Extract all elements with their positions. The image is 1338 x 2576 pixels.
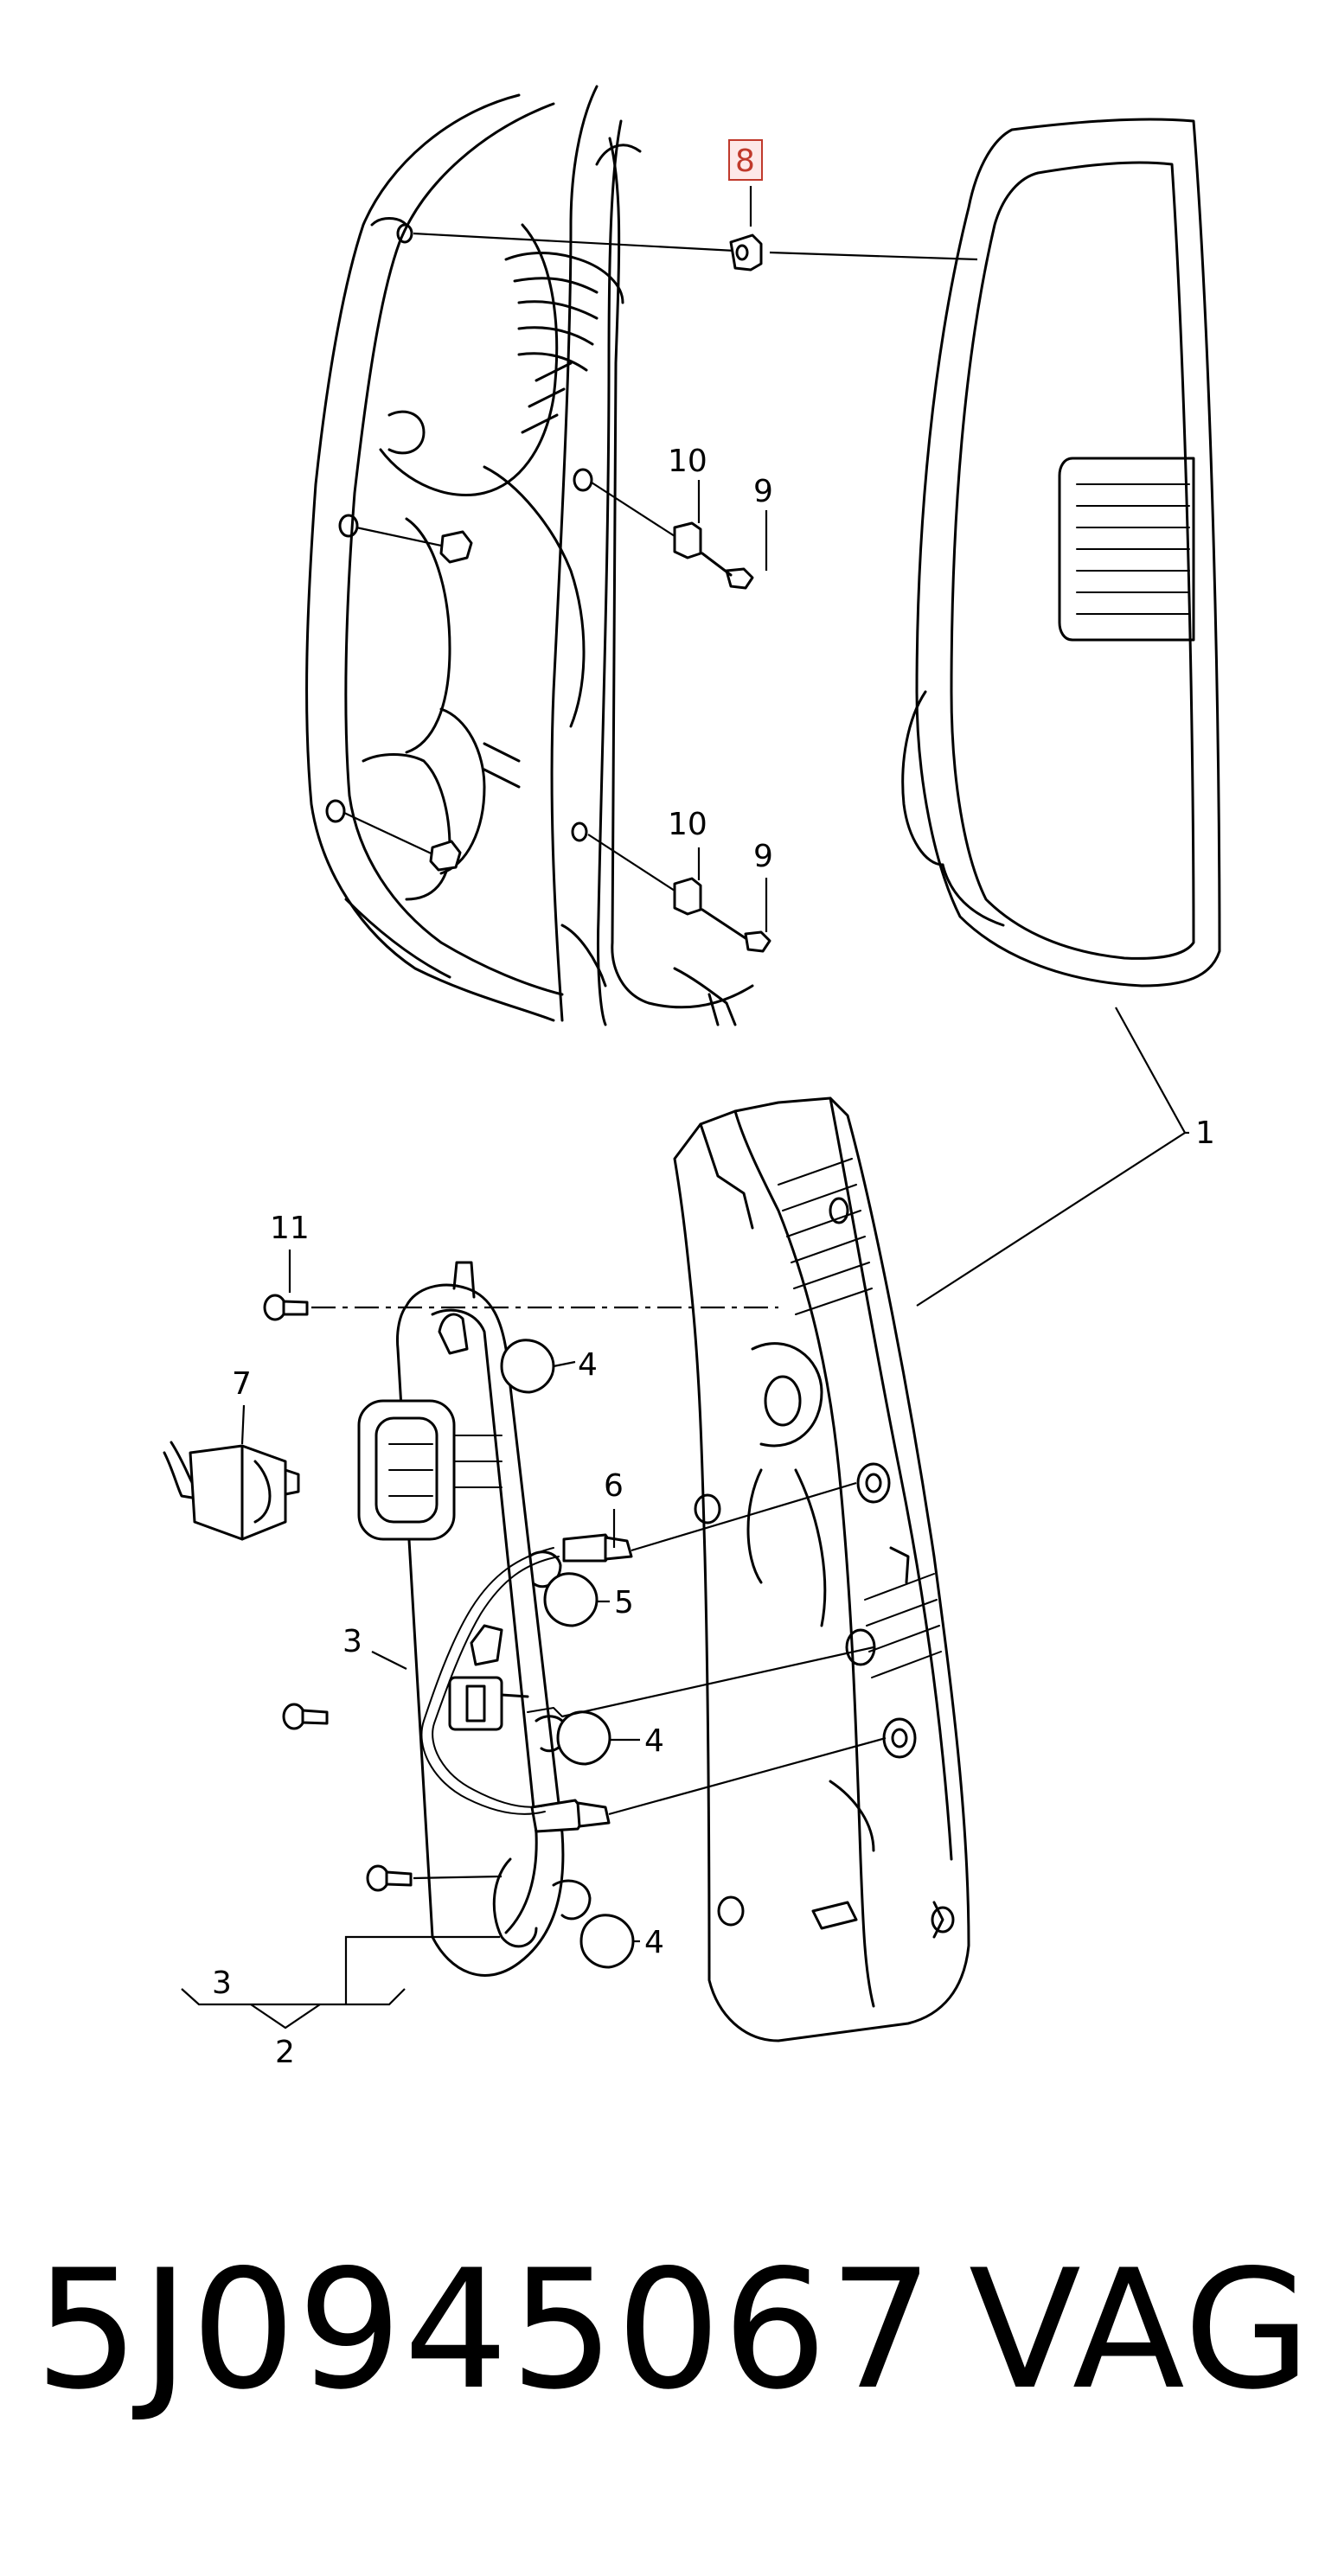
bulb-6-upper <box>562 1481 857 1563</box>
bulb-5 <box>543 1572 599 1627</box>
wire-harness-3 <box>420 1547 874 1815</box>
callout-8: 8 <box>735 144 755 179</box>
vehicle-body-panel <box>305 85 754 1026</box>
callout-7: 7 <box>232 1366 252 1402</box>
callout-10-lower: 10 <box>668 807 707 842</box>
callout-11: 11 <box>270 1211 310 1246</box>
callout-labels: 8 10 9 10 9 1 11 4 7 6 5 3 4 4 3 2 <box>212 139 1215 2070</box>
callout-9-lower: 9 <box>753 839 773 874</box>
bulb-6-lower <box>530 1736 887 1833</box>
callout-4-bottom: 4 <box>644 1925 664 1960</box>
tail-lamp-lens-outer <box>901 118 1221 988</box>
callout-6: 6 <box>604 1468 624 1504</box>
callout-4-top: 4 <box>578 1347 598 1383</box>
part-number-text: 5J0945067 <box>35 2234 936 2426</box>
callout-1: 1 <box>1195 1115 1215 1151</box>
screw-11-top <box>263 1294 778 1321</box>
callout-2: 2 <box>275 2035 295 2070</box>
bulb-4-middle <box>556 1710 611 1766</box>
connector-7 <box>163 1441 300 1541</box>
screw-11-bottom <box>366 1864 503 1892</box>
callout-5: 5 <box>614 1585 634 1620</box>
callout-leaders <box>181 186 1189 2029</box>
screw-11-middle <box>282 1703 329 1730</box>
callout-3-lower: 3 <box>212 1966 232 2001</box>
callout-4-middle: 4 <box>644 1723 664 1759</box>
tail-lamp-housing <box>673 1096 970 2042</box>
callout-10-upper: 10 <box>668 444 707 479</box>
callout-3-upper: 3 <box>343 1624 362 1659</box>
callout-8-highlight-box <box>728 139 763 181</box>
brand-text: VAG <box>969 2234 1313 2426</box>
bulb-4-top <box>500 1339 555 1394</box>
callout-9-upper: 9 <box>753 474 773 509</box>
bulb-4-bottom <box>579 1914 635 1969</box>
upper-fasteners <box>343 232 978 953</box>
